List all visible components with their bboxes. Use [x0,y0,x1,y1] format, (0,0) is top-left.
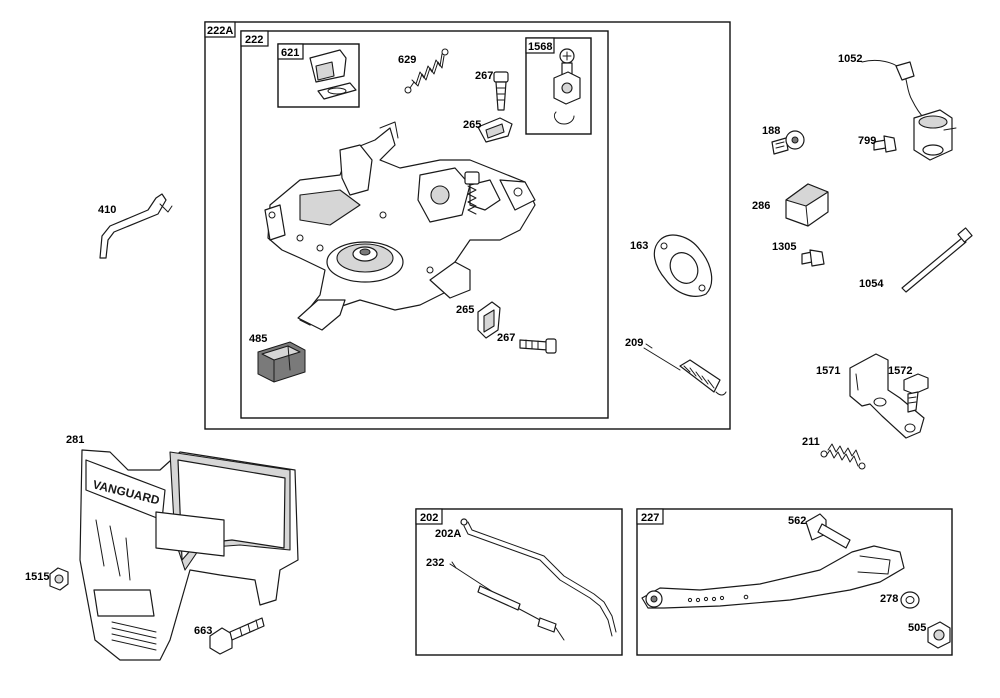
label-485: 485 [249,333,267,345]
label-209: 209 [625,337,643,349]
block-485-icon [257,341,306,383]
clip-621-icon [309,49,357,100]
sensor-1052-icon [861,59,957,161]
label-211: 211 [802,436,820,448]
group-label-222A: 222A [207,25,233,37]
bolt-663-icon [209,617,265,655]
gasket-163-icon [653,234,713,297]
label-278: 278 [880,593,898,605]
cable-tie-1054-icon [901,227,973,293]
group-label-227: 227 [641,512,659,524]
screw-1305-icon [801,249,825,267]
label-505: 505 [908,622,926,634]
label-1515: 1515 [25,571,49,583]
shroud-281-icon: VANGUARD [79,449,299,661]
lever-227-icon [641,545,905,609]
spring-629-icon [404,48,449,94]
washer-278-icon [900,591,920,609]
bracket-1571-icon [849,353,925,439]
label-286: 286 [752,200,770,212]
label-1305: 1305 [772,241,796,253]
label-629: 629 [398,54,416,66]
label-202A: 202A [435,528,461,540]
label-1572: 1572 [888,365,912,377]
bolt-188-icon [771,130,805,155]
group-label-222: 222 [245,34,263,46]
clip-265-top-icon [477,117,513,143]
group-label-1568: 1568 [528,41,552,53]
label-267-top: 267 [475,70,493,82]
group-227-frame: 227 [636,508,953,656]
spring-211-icon [820,443,866,470]
label-281: 281 [66,434,84,446]
group-222A-frame: 222A [204,21,731,430]
label-265-top: 265 [463,119,481,131]
pin-562-icon [805,513,851,549]
cable-202-icon [449,518,617,641]
label-663: 663 [194,625,212,637]
group-label-621: 621 [281,47,299,59]
clip-265-lower-icon [477,301,501,339]
nut-1515-icon [49,567,69,591]
group-621-frame: 621 [277,43,360,108]
label-799: 799 [858,135,876,147]
group-1568-frame: 1568 [525,37,592,135]
screw-267-icon [493,71,509,111]
screw-799-icon [873,135,897,153]
link-rod-410-icon [99,193,173,259]
label-1054: 1054 [859,278,884,290]
group-222-frame: 222 [240,30,609,419]
swivel-1568-icon [553,48,581,125]
nut-505-icon [927,621,951,649]
label-163: 163 [630,240,648,252]
label-188: 188 [762,125,780,137]
group-label-202: 202 [420,512,438,524]
label-232: 232 [426,557,444,569]
group-202-frame: 202 [415,508,623,656]
label-410: 410 [98,204,116,216]
label-267-lower: 267 [497,332,515,344]
spring-209-icon [643,343,727,396]
label-1571: 1571 [816,365,840,377]
screw-267-lower-icon [519,338,557,354]
label-562: 562 [788,515,806,527]
label-265-lower: 265 [456,304,474,316]
control-bracket-222-icon [264,121,536,331]
label-1052: 1052 [838,53,862,65]
cover-286-icon [785,183,829,227]
bolt-1572-icon [903,373,929,413]
